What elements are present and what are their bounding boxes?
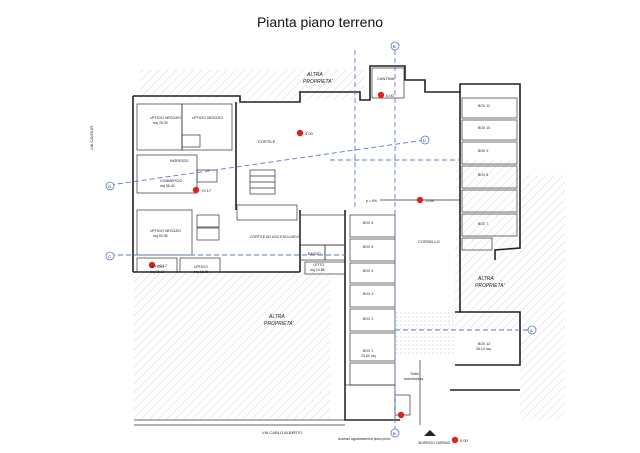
level-5: -0.60 (425, 198, 435, 203)
label-box-5: BOX 5 (363, 245, 373, 249)
label-box-12-area: 26.14 mq (476, 347, 491, 351)
level-marker (416, 196, 424, 204)
label-ufficio-1-area: mq 16.11 (150, 270, 164, 274)
label-altra-bottom-2: PROPRIETA' (264, 321, 295, 327)
section-tag-c-left: C (108, 254, 111, 259)
label-box-10: BOX 10 (478, 126, 490, 130)
level-1: 0.00 (386, 93, 395, 98)
hatch-bottom-left (134, 272, 330, 420)
neighbor-hatch-areas (134, 70, 565, 420)
level-6: 0.00 (460, 438, 469, 443)
label-ufficio-negozio-2: UFFICIO NEGOZIO (192, 116, 223, 120)
section-tag-b-bottom: B (393, 431, 396, 436)
label-corsello: CORSELLO (418, 239, 440, 244)
section-tag-d-left: D (108, 184, 111, 189)
level-marker (397, 411, 405, 419)
level-marker (192, 186, 200, 194)
hatch-right (455, 160, 520, 330)
label-letto-area: mq 10.86 (310, 268, 325, 272)
label-box-7: BOX 7 (478, 222, 488, 226)
label-ufficio-2-area: mq 16.86 (194, 270, 209, 274)
label-altra-top-2: PROPRIETA' (303, 79, 334, 85)
label-ufficio-1: UFFICIO (150, 265, 164, 269)
page-title: Pianta piano terreno (256, 14, 384, 30)
label-box-1: BOX 1 (363, 349, 373, 353)
staircase (236, 169, 298, 221)
label-ufficio-negozio-3: UFFICIO NEGOZIO (150, 229, 181, 233)
label-box-8: BOX 8 (478, 173, 488, 177)
center-boxes (349, 214, 396, 386)
label-bagno: BAGNO (308, 252, 321, 256)
label-ingresso-carraio: INGRESSO CARRAIO (418, 441, 451, 445)
left-office-block (136, 103, 233, 273)
label-cortile: CORTILE (258, 139, 276, 144)
section-lines (109, 50, 530, 430)
label-box-6: BOX 6 (363, 221, 373, 225)
label-commercio-area: mq 56.40 (160, 184, 175, 188)
level-marker (296, 129, 304, 137)
apartment-block (299, 214, 346, 275)
hatch-far-right (520, 175, 565, 420)
level-marker (377, 91, 385, 99)
label-slope: p = 6% (366, 199, 377, 203)
label-box-1-area: 23.60 mq (361, 354, 376, 358)
label-box-9: BOX 9 (478, 149, 488, 153)
label-cortile-uso-esclusivo: CORTILE AD USO ESCLUSIVO (250, 235, 301, 239)
label-letto: LETTO (313, 263, 324, 267)
level-4: +0.17 (157, 263, 168, 268)
section-tag-d-right: D (423, 138, 426, 143)
label-accesso: Accesso appartamenti al piano primo (338, 437, 391, 441)
label-ufficio-negozio-1-area: mq 78.29 (153, 121, 168, 125)
label-box-4: BOX 4 (363, 269, 373, 273)
label-altra-bottom: ALTRA (268, 314, 285, 320)
level-markers (148, 91, 459, 444)
plan-labels: ALTRA PROPRIETA' CANTINA CORTILE CORSELL… (89, 44, 533, 445)
label-ufficio-2: UFFICIO (194, 265, 208, 269)
label-altra-right: ALTRA (477, 276, 494, 282)
entrance-arrow (424, 430, 436, 436)
label-box-11: BOX 11 (478, 104, 490, 108)
cantina-room (371, 67, 405, 99)
label-ingresso: INGRESSO (170, 159, 189, 163)
section-tags (105, 41, 537, 438)
level-marker (148, 261, 156, 269)
ramp-dotted-area (395, 312, 455, 354)
label-tratto: Tratto (410, 372, 419, 376)
label-altra-top: ALTRA (306, 72, 323, 78)
level-2: 0.00 (305, 131, 314, 136)
label-street-bottom: VIA CARLO ALBERTO (262, 430, 303, 435)
label-ufficio-negozio-1: UFFICIO NEGOZIO (150, 116, 181, 120)
label-commercio: COMMERCIO (160, 179, 182, 183)
section-tag-a-right: A (530, 328, 533, 333)
label-ufficio-negozio-3-area: mq 53.35 (153, 234, 168, 238)
level-marker (451, 436, 459, 444)
label-tratto-2: autorimessa (404, 377, 423, 381)
label-box-2: BOX 2 (363, 317, 373, 321)
right-boxes (461, 97, 518, 251)
label-street-left: VIA CAVOUR (89, 126, 94, 150)
level-3: +0.17 (201, 188, 212, 193)
label-altra-right-2: PROPRIETA' (475, 283, 506, 289)
section-tag-b-top: B (393, 44, 396, 49)
label-box-3: BOX 3 (363, 292, 373, 296)
label-cantina: CANTINA (377, 76, 395, 81)
label-box-12: BOX 12 (478, 342, 490, 346)
hatch-top (140, 70, 365, 100)
